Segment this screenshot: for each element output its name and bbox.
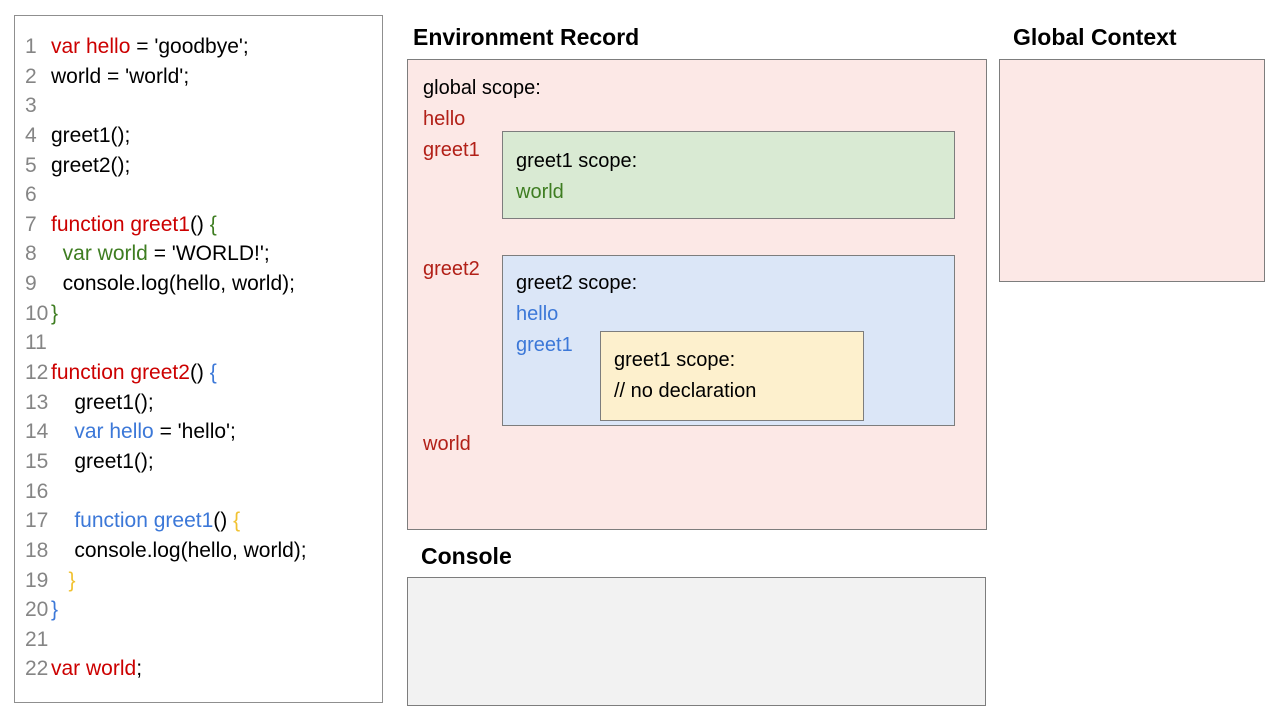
line-number: 1 xyxy=(25,35,37,58)
console-output-box xyxy=(407,577,986,706)
code-line: 18 console.log(hello, world); xyxy=(15,536,382,566)
global-scope-label: global scope: xyxy=(423,77,541,99)
inner-greet1-scope-label: greet1 scope: xyxy=(614,349,736,371)
greet2-scope-var-greet1: greet1 xyxy=(516,334,573,356)
line-number: 18 xyxy=(25,538,49,562)
code-text: var hello = 'goodbye'; xyxy=(51,35,249,58)
code-line: 11 xyxy=(15,328,382,358)
greet1-scope-var-world: world xyxy=(516,181,564,203)
line-number: 3 xyxy=(25,94,37,118)
line-number: 5 xyxy=(25,153,37,177)
code-lines: 1 var hello = 'goodbye'; 2 world = 'world';… xyxy=(15,16,382,684)
greet2-scope-label: greet2 scope: xyxy=(516,272,638,294)
line-number: 9 xyxy=(25,272,37,296)
global-scope-var-greet2: greet2 xyxy=(423,258,480,280)
line-number: 6 xyxy=(25,183,37,207)
global-context-box xyxy=(999,59,1265,282)
greet2-scope-var-hello: hello xyxy=(516,303,559,325)
line-number: 12 xyxy=(25,361,49,385)
line-number: 20 xyxy=(25,598,49,622)
code-text: greet1(); xyxy=(51,123,131,147)
line-number: 10 xyxy=(25,301,49,325)
greet2-scope-box: greet2 scope: hello greet1 greet1 scope:… xyxy=(502,255,955,426)
code-line: 2 world = 'world'; xyxy=(15,62,382,92)
greet1-scope-label: greet1 scope: xyxy=(516,150,638,172)
code-text: function greet1() { xyxy=(74,509,241,533)
line-number: 21 xyxy=(25,627,49,651)
code-line: 7 function greet1() { xyxy=(15,210,382,240)
code-line: 9 console.log(hello, world); xyxy=(15,269,382,299)
environment-record-title: Environment Record xyxy=(413,24,640,50)
code-line: 21 xyxy=(15,625,382,655)
code-text: greet1(); xyxy=(51,449,154,473)
code-text: greet1(); xyxy=(51,390,154,414)
code-line: 5 greet2(); xyxy=(15,151,382,181)
line-number: 8 xyxy=(25,242,37,266)
code-line: 8 var world = 'WORLD!'; xyxy=(15,239,382,269)
code-line: 15 greet1(); xyxy=(15,447,382,477)
line-number: 7 xyxy=(25,212,37,236)
code-text: var world = 'WORLD!'; xyxy=(62,242,270,266)
line-number: 19 xyxy=(25,568,49,592)
line-number: 2 xyxy=(25,64,37,88)
line-number: 16 xyxy=(25,479,49,503)
code-text: console.log(hello, world); xyxy=(51,272,295,296)
global-scope-var-greet1: greet1 xyxy=(423,139,480,161)
code-line: 6 xyxy=(15,180,382,210)
code-line: 3 xyxy=(15,91,382,121)
line-number: 22 xyxy=(25,657,49,681)
code-text: console.log(hello, world); xyxy=(51,538,307,562)
global-context-title: Global Context xyxy=(1013,24,1177,50)
code-text: } xyxy=(51,301,59,325)
code-text: greet2(); xyxy=(51,153,131,177)
code-text: var world; xyxy=(51,657,143,681)
code-line: 19 } xyxy=(15,566,382,596)
global-scope-var-world: world xyxy=(423,433,471,455)
code-line: 1 var hello = 'goodbye'; xyxy=(15,32,382,62)
code-line: 16 xyxy=(15,477,382,507)
code-text: var hello = 'hello'; xyxy=(74,420,236,444)
code-line: 17 function greet1() { xyxy=(15,506,382,536)
line-number: 4 xyxy=(25,123,37,147)
code-text: } xyxy=(68,568,76,592)
line-number: 17 xyxy=(25,509,49,533)
code-line: 14 var hello = 'hello'; xyxy=(15,417,382,447)
inner-greet1-scope-comment: // no declaration xyxy=(614,380,757,402)
global-scope-var-hello: hello xyxy=(423,108,466,130)
code-text: function greet2() { xyxy=(51,361,217,385)
inner-greet1-scope-box: greet1 scope: // no declaration xyxy=(600,331,864,421)
line-number: 11 xyxy=(25,331,47,355)
line-number: 13 xyxy=(25,390,49,414)
code-line: 4 greet1(); xyxy=(15,121,382,151)
greet1-scope-box: greet1 scope: world xyxy=(502,131,955,219)
code-text: } xyxy=(51,598,59,622)
line-number: 15 xyxy=(25,449,49,473)
code-line: 13 greet1(); xyxy=(15,388,382,418)
code-panel: 1 var hello = 'goodbye'; 2 world = 'world';… xyxy=(14,15,383,703)
code-text: function greet1() { xyxy=(51,212,217,236)
console-title: Console xyxy=(421,543,512,569)
code-text: world = 'world'; xyxy=(51,64,190,88)
code-line: 20} xyxy=(15,595,382,625)
code-line: 10} xyxy=(15,299,382,329)
line-number: 14 xyxy=(25,420,49,444)
global-scope-box: global scope: hello greet1 greet2 world … xyxy=(407,59,987,530)
